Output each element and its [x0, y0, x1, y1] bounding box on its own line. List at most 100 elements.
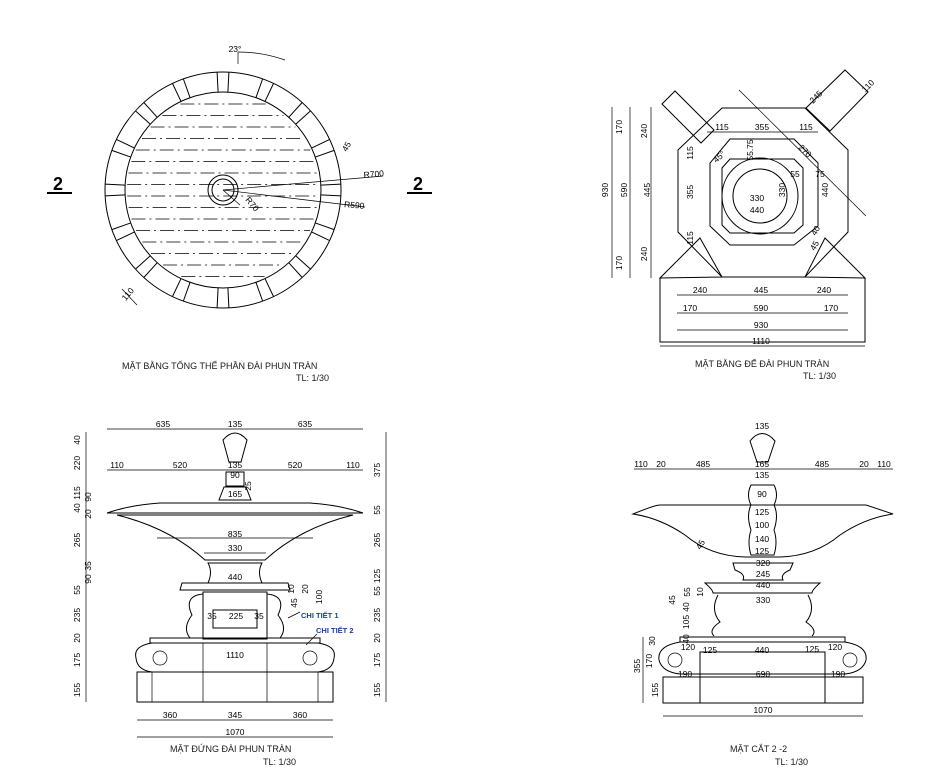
- plan-base-dimension-label: 440: [750, 205, 764, 215]
- elevation-view: CHI TIẾT 1 CHI TIẾT 2 MẶT ĐỨNG ĐÀI PHUN …: [85, 428, 387, 767]
- elevation-dimension-label: 165: [228, 489, 242, 499]
- rim-segment-edge: [216, 72, 219, 93]
- rim-segment-edge: [171, 83, 182, 102]
- section-dimension-label: 485: [815, 459, 829, 469]
- rim-segment-edge: [311, 138, 330, 149]
- bowl-rim: [106, 502, 364, 514]
- bowl-neck: [732, 562, 794, 581]
- elevation-dimension-label: 35: [207, 611, 217, 621]
- section-dimension-label: 485: [696, 459, 710, 469]
- plan-base-dimension-label: 355: [755, 122, 769, 132]
- plan-base-dimension-label: 110: [860, 77, 877, 94]
- elevation-scale: TL: 1/30: [263, 757, 296, 767]
- rim-segment-edge: [255, 78, 264, 98]
- bowl-body: [116, 514, 354, 561]
- plan-overall-scale: TL: 1/30: [296, 373, 329, 383]
- elevation-dimension-label: 360: [293, 710, 307, 720]
- section-dimension-label: 140: [755, 534, 769, 544]
- water-hatch: [127, 103, 319, 277]
- section-dimension-label: 10: [695, 587, 705, 597]
- plan-base-dimension-label: 355: [685, 185, 695, 199]
- elevation-dimension-label: 40: [72, 435, 82, 445]
- rim-segment-edge: [105, 194, 126, 197]
- section-dimension-label: 110: [634, 459, 648, 469]
- finial: [749, 433, 776, 463]
- elevation-dimension-label: 90: [83, 574, 93, 584]
- elevation-dimension-label: 360: [163, 710, 177, 720]
- plan-overall-dimension-label: 110: [120, 285, 137, 302]
- elevation-dimension-label: 635: [156, 419, 170, 429]
- section-dimension-label: 120: [828, 642, 842, 652]
- elevation-dimension-label: 520: [288, 460, 302, 470]
- section-scale: TL: 1/30: [775, 757, 808, 767]
- elevation-dimension-label: 135: [228, 460, 242, 470]
- bowl-section: [631, 504, 894, 558]
- section-dimension-label: 125: [703, 645, 717, 655]
- inner-octagon: [709, 138, 819, 246]
- plan-base-dimension-label: 115: [685, 146, 695, 160]
- elevation-dimension-label: 330: [228, 543, 242, 553]
- rim-segment-edge: [295, 255, 311, 270]
- capital: [179, 582, 291, 591]
- plan-base-dimension-label: 55: [790, 169, 800, 179]
- outer-footprint: [659, 278, 866, 343]
- section-dimension-label: 135: [755, 421, 769, 431]
- elevation-dimension-label: 155: [72, 683, 82, 697]
- plan-base-dimension-label: 270: [797, 142, 814, 159]
- volute-right: [302, 650, 318, 666]
- arm-bottom-left: [658, 237, 723, 279]
- section-dimension-label: 165: [755, 459, 769, 469]
- capital: [703, 582, 822, 594]
- arm-bottom-right: [804, 237, 867, 279]
- elevation-dimension-label: 20: [300, 584, 310, 594]
- elevation-dimension-label: 375: [372, 463, 382, 477]
- plan-base-dimension-label: 330: [750, 193, 764, 203]
- elevation-dimension-label: 55: [372, 505, 382, 515]
- arm-top-left: [661, 90, 715, 144]
- plan-base-dimension-label: 75: [815, 169, 825, 179]
- section-dimension-label: 105: [681, 615, 691, 629]
- elevation-dimension-label: 20: [372, 633, 382, 643]
- plan-base-title: MẶT BẰNG ĐẾ ĐÀI PHUN TRÀN: [695, 359, 829, 369]
- plan-overall-dimension-label: R70: [243, 195, 261, 214]
- section-dimension-label: 20: [656, 459, 666, 469]
- section-dimension-label: 320: [756, 558, 770, 568]
- elevation-dimension-label: 520: [173, 460, 187, 470]
- scroll-band: [658, 641, 867, 675]
- rim-segment-edge: [315, 222, 335, 231]
- pedestal-block: [202, 591, 268, 640]
- inner-basin-circle: [124, 91, 322, 289]
- section-dimension-label: 120: [681, 642, 695, 652]
- elevation-dimension-label: 90: [83, 492, 93, 502]
- rim-segment-edge: [315, 149, 335, 158]
- elevation-dimension-label: 265: [372, 533, 382, 547]
- section-dimension-label: 245: [756, 569, 770, 579]
- finial: [222, 432, 248, 463]
- rim-segment-edge: [216, 287, 219, 308]
- section-mark-right: 2: [413, 174, 423, 194]
- section-dimension-label: 100: [755, 520, 769, 530]
- elevation-dimension-label: 35: [254, 611, 264, 621]
- section-view: MẶT CẮT 2 -2 TL: 1/30: [631, 433, 894, 767]
- plan-base-dimension-label: 1110: [752, 336, 770, 346]
- elevation-dimension-label: 100: [314, 590, 324, 604]
- volute-left: [152, 650, 168, 666]
- r590-leader: [222, 189, 366, 208]
- basin-octagon: [721, 158, 804, 234]
- center-pipe-outer: [207, 174, 239, 206]
- plan-base-dimension-label: 240: [817, 285, 831, 295]
- pedestal-outer-circle: [721, 157, 799, 235]
- plan-base-dimension-label: 240: [639, 124, 649, 138]
- elevation-dimension-label: 110: [110, 460, 124, 470]
- section-dimension-label: 330: [756, 595, 770, 605]
- callout-detail-2: CHI TIẾT 2: [316, 625, 354, 635]
- section-dimension-label: 190: [831, 669, 845, 679]
- elevation-dimension-label: 40: [72, 503, 82, 513]
- plan-overall-title: MẶT BẰNG TỔNG THỂ PHẦN ĐÀI PHUN TRÀN: [122, 360, 317, 371]
- elevation-dimension-label: 135: [228, 419, 242, 429]
- section-dimension-label: 40: [681, 634, 691, 644]
- scroll-left: [186, 593, 204, 639]
- section-dimension-label: 170: [644, 654, 654, 668]
- plan-overall-dimension-label: R700: [363, 168, 384, 180]
